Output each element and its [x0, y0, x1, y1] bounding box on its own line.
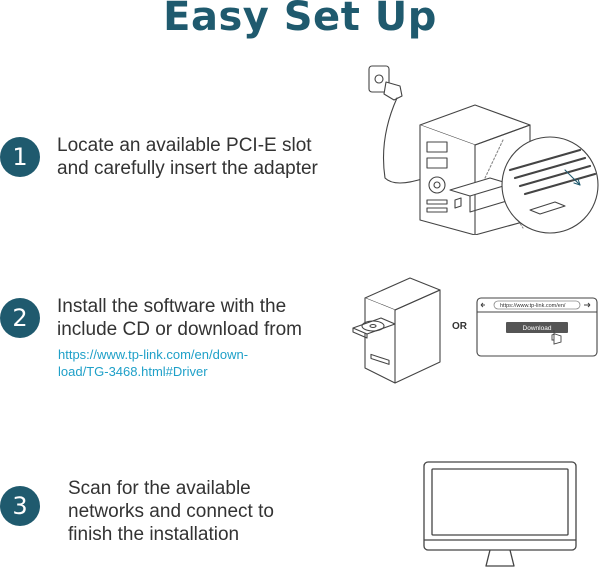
step-2-line-1: Install the software with the	[57, 296, 287, 317]
page-title: Easy Set Up	[163, 0, 437, 40]
step-3-line-2: networks and connect to	[68, 501, 274, 522]
driver-download-link[interactable]: https://www.tp-link.com/en/down- load/TG…	[58, 346, 248, 380]
step-2-text: Install the software with the include CD…	[57, 295, 302, 341]
step-2-line-2: include CD or download from	[57, 319, 303, 340]
step-1-line-2: and carefully insert the adapter	[57, 158, 318, 179]
step-3-line-1: Scan for the available	[68, 478, 251, 499]
step-3-text: Scan for the available networks and conn…	[68, 477, 274, 546]
step-1-text: Locate an available PCI-E slot and caref…	[57, 134, 318, 180]
step-3-line-3: finish the installation	[68, 524, 240, 545]
browser-download-icon: https://www.tp-link.com/en/ Download	[476, 297, 598, 357]
step-1-line-1: Locate an available PCI-E slot	[57, 135, 312, 156]
or-label: OR	[452, 321, 467, 332]
step-2-number-badge: 2	[0, 298, 40, 338]
step-1-number-badge: 1	[0, 137, 40, 177]
driver-link-line-2: load/TG-3468.html#Driver	[58, 364, 208, 379]
monitor-icon	[423, 461, 577, 567]
pc-tower-pcie-icon	[368, 65, 599, 235]
driver-link-line-1: https://www.tp-link.com/en/down-	[58, 347, 249, 362]
browser-url-text: https://www.tp-link.com/en/	[500, 303, 566, 309]
pc-tower-cd-icon	[352, 277, 441, 384]
browser-download-button: Download	[523, 325, 552, 332]
step-3-number-badge: 3	[0, 486, 40, 526]
